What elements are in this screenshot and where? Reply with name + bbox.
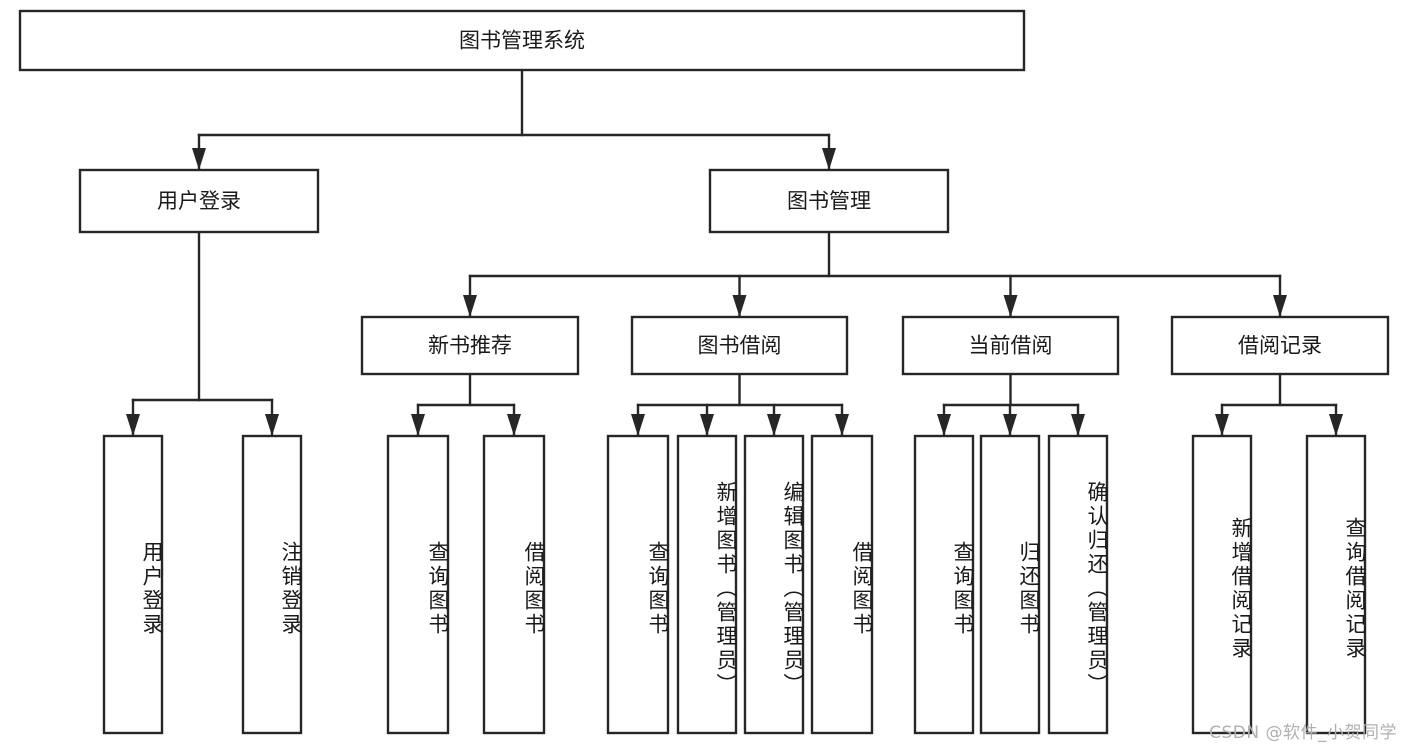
arrow-head-icon <box>835 414 849 436</box>
arrow-head-icon <box>631 414 645 436</box>
arrow-head-icon <box>192 148 206 170</box>
arrow-head-icon <box>1329 414 1343 436</box>
node-leaf-confirm-return[interactable] <box>1047 434 1109 735</box>
node-leaf-return-book[interactable] <box>979 434 1041 735</box>
node-label-book-manage: 图书管理 <box>787 189 871 213</box>
node-leaf-query-record[interactable] <box>1305 434 1367 735</box>
arrow-head-icon <box>767 414 781 436</box>
node-label-root: 图书管理系统 <box>459 29 585 53</box>
arrow-head-icon <box>411 414 425 436</box>
arrow-head-icon <box>937 414 951 436</box>
node-box-layer <box>18 9 1390 735</box>
node-current-borrow[interactable] <box>901 315 1120 376</box>
arrow-head-icon <box>1003 295 1018 317</box>
connector-layer <box>126 68 1343 438</box>
arrow-head-icon <box>1003 414 1017 436</box>
node-book-manage[interactable] <box>708 168 950 234</box>
node-label-new-book-recommend: 新书推荐 <box>428 334 512 358</box>
node-new-book-recommend[interactable] <box>360 315 580 376</box>
arrow-head-icon <box>1071 414 1085 436</box>
arrow-head-icon <box>265 414 279 436</box>
arrow-head-icon <box>126 414 140 436</box>
node-leaf-edit-book[interactable] <box>743 434 805 735</box>
arrow-head-icon <box>1215 414 1229 436</box>
arrow-head-icon <box>507 414 521 436</box>
node-leaf-query-book-2[interactable] <box>606 434 670 735</box>
node-leaf-logout[interactable] <box>241 434 303 735</box>
node-leaf-borrow-book-1[interactable] <box>482 434 546 735</box>
arrow-head-icon <box>822 148 836 170</box>
node-leaf-add-record[interactable] <box>1191 434 1253 735</box>
node-borrow-record[interactable] <box>1170 315 1390 376</box>
node-label-current-borrow: 当前借阅 <box>969 334 1053 358</box>
csdn-watermark: CSDN @软件_小贺同学 <box>1209 723 1397 743</box>
arrow-head-icon <box>1273 295 1287 317</box>
node-user-login[interactable] <box>78 168 320 234</box>
arrow-head-icon <box>463 295 477 317</box>
node-label-book-borrow: 图书借阅 <box>698 334 782 358</box>
node-root-title[interactable] <box>18 9 1026 72</box>
node-book-borrow[interactable] <box>630 315 849 376</box>
node-leaf-query-book-3[interactable] <box>913 434 975 735</box>
node-leaf-borrow-book-2[interactable] <box>810 434 874 735</box>
node-label-borrow-record: 借阅记录 <box>1238 334 1322 358</box>
node-leaf-user-login[interactable] <box>102 434 164 735</box>
node-leaf-add-book[interactable] <box>676 434 738 735</box>
arrow-head-icon <box>732 295 747 317</box>
arrow-head-icon <box>700 414 714 436</box>
node-label-user-login: 用户登录 <box>157 189 241 213</box>
node-leaf-query-book-1[interactable] <box>386 434 450 735</box>
